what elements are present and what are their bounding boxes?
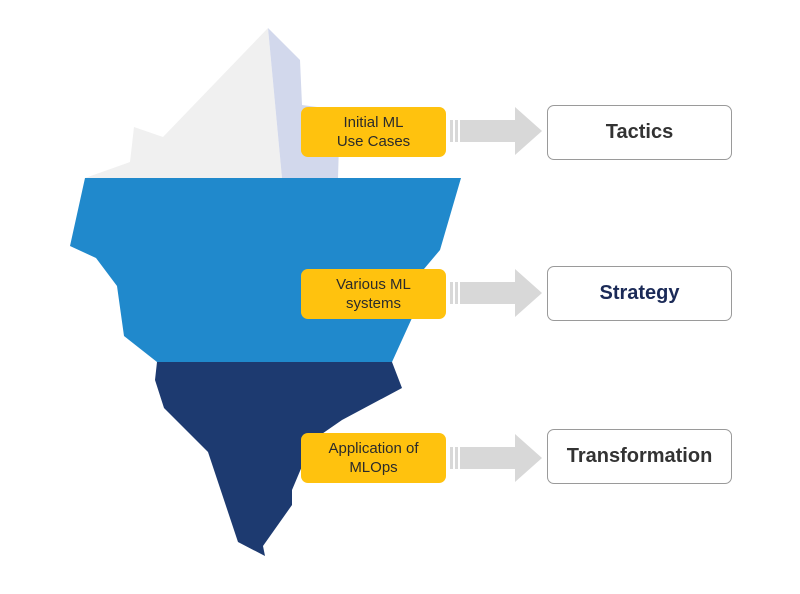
result-label: Strategy xyxy=(599,282,680,304)
arrow-right-icon xyxy=(450,269,542,317)
tag-label: Initial ML Use Cases xyxy=(336,114,411,150)
tag-label: Various ML systems xyxy=(336,276,411,312)
tag-various-ml-systems: Various ML systems xyxy=(301,269,446,319)
tag-label: Application of MLOps xyxy=(328,440,419,476)
result-box-tactics: Tactics xyxy=(547,105,732,160)
result-box-strategy: Strategy xyxy=(547,266,732,321)
arrow-right-icon xyxy=(450,434,542,482)
result-label: Transformation xyxy=(566,445,713,467)
tag-initial-ml-use-cases: Initial ML Use Cases xyxy=(301,107,446,157)
iceberg-tip-light xyxy=(85,28,282,178)
result-box-transformation: Transformation xyxy=(547,429,732,484)
result-label: Tactics xyxy=(605,121,674,143)
tag-application-of-mlops: Application of MLOps xyxy=(301,433,446,483)
iceberg-deep-section xyxy=(155,362,402,556)
arrow-right-icon xyxy=(450,107,542,155)
